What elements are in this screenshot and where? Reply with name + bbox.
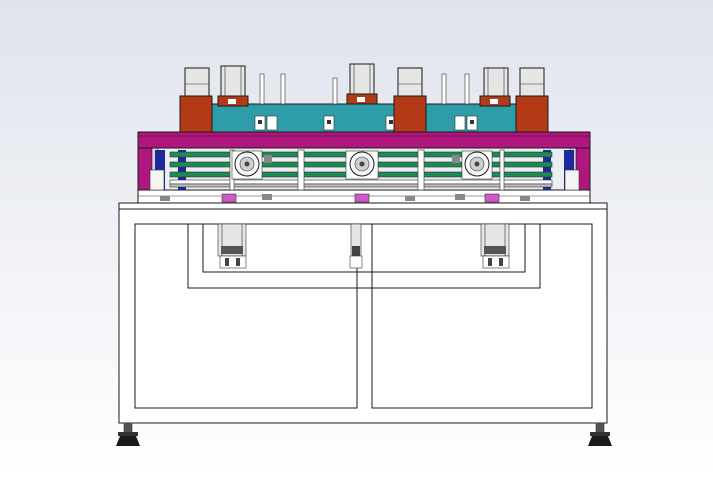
cylinder-block-2 (217, 65, 249, 107)
pilot-rods (259, 73, 470, 105)
clamp-pad-left (221, 193, 237, 203)
lower-cylinder-left (217, 223, 247, 269)
top-beam (137, 131, 591, 149)
machine-frame (118, 202, 608, 424)
cylinder-icon (179, 67, 213, 133)
cylinder-block-5 (479, 67, 511, 107)
roller-center (345, 150, 379, 180)
lower-cylinder-right (480, 223, 510, 269)
cylinder-icon (515, 67, 549, 133)
subframe-inner (202, 223, 526, 273)
cylinder-icon (349, 223, 363, 269)
leveling-foot-right (588, 422, 612, 446)
leveling-foot-icon (116, 422, 140, 446)
cylinder-block-4 (393, 67, 427, 133)
cylinder-icon (480, 223, 510, 269)
roller-icon (345, 150, 379, 180)
roller-left (231, 150, 272, 180)
table-plate (137, 189, 591, 204)
clamp-pad-center (354, 193, 370, 203)
side-bracket-left (149, 150, 186, 191)
cylinder-block-6 (515, 67, 549, 133)
side-bracket-right (543, 150, 580, 191)
roller-icon (231, 150, 272, 180)
cylinder-icon (346, 63, 378, 105)
cylinder-block-1 (179, 67, 213, 133)
cylinder-icon (217, 65, 249, 107)
leveling-foot-icon (588, 422, 612, 446)
cylinder-icon (217, 223, 247, 269)
cylinder-icon (479, 67, 511, 107)
clamp-pad-right (484, 193, 500, 203)
leveling-foot-left (116, 422, 140, 446)
mounting-plate (211, 103, 519, 133)
lower-cylinder-center (349, 223, 363, 269)
roller-icon (452, 150, 493, 180)
cylinder-icon (393, 67, 427, 133)
cylinder-block-3 (346, 63, 378, 105)
roller-right (452, 150, 493, 180)
